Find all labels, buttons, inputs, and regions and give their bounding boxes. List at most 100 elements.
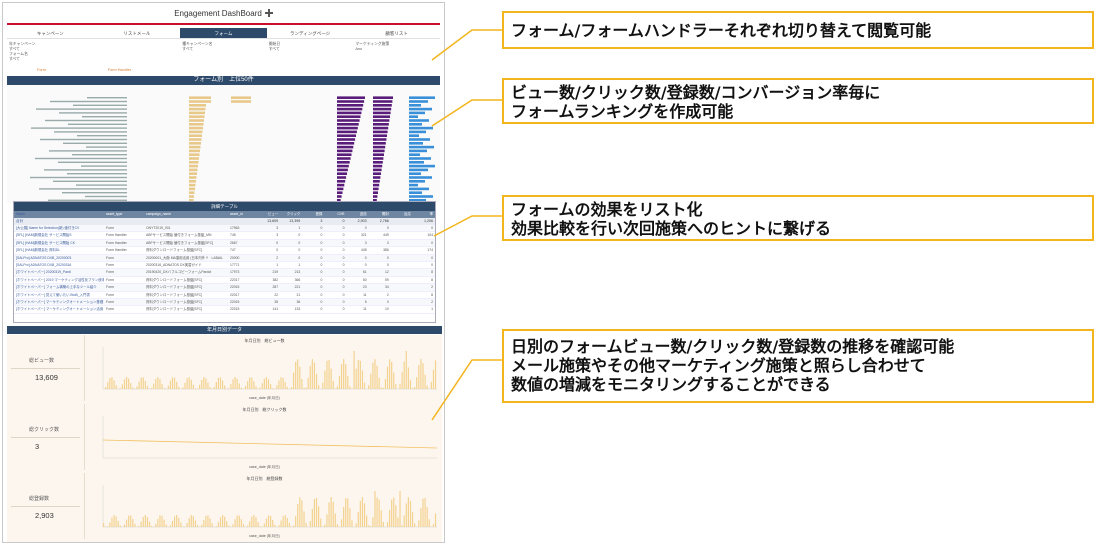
detail-row-cell: 0: [320, 277, 323, 282]
daily-bar: [403, 515, 405, 527]
daily-bar: [236, 515, 238, 527]
detail-row-cell[interactable]: [SALPro] ADNATOS DXB_20200003: [16, 255, 72, 260]
detail-row-cell: 5: [364, 299, 367, 304]
daily-bar: [326, 514, 328, 527]
detail-row-cell[interactable]: [SALPro] ADNATOS DXB_20200316: [16, 262, 72, 267]
daily-bar: [368, 385, 370, 389]
daily-bar: [297, 504, 299, 527]
detail-row-cell: 17963: [230, 226, 240, 230]
ranking-cvr-bar: [409, 134, 419, 137]
daily-bar: [221, 515, 224, 527]
filter-campaign[interactable]: 年キャンペーン すべて フォーム名 すべて: [7, 41, 94, 65]
detail-column-cell: 反応: [404, 212, 411, 216]
detail-row-cell: 0: [342, 307, 345, 312]
detail-row-cell: 0: [320, 285, 323, 290]
detail-row-cell[interactable]: [SFL] [HAM]新規会社 資料DL: [16, 248, 61, 253]
daily-bar: [370, 373, 372, 389]
detail-row-cell: 0: [364, 262, 367, 267]
detail-row-cell[interactable]: [ホワイトペーパー] フォーム構築の上手なツール紹介: [16, 285, 97, 290]
daily-bar: [209, 518, 211, 527]
ranking-view-bar: [189, 187, 195, 191]
daily-bar: [153, 383, 155, 389]
daily-bar: [395, 384, 397, 389]
daily-bar: [414, 523, 416, 527]
detail-row-cell: 資料ダウンロードフォーム基盤[SFC]: [146, 292, 203, 297]
daily-bar: [420, 359, 422, 389]
filter-value: すべて: [9, 47, 20, 51]
detail-row-cell: 1: [276, 262, 279, 267]
daily-bar: [232, 379, 234, 389]
filter-start-date[interactable]: 開始日 すべて: [267, 41, 354, 65]
ranking-label-line: [44, 169, 127, 171]
ranking-cvr-bar: [409, 111, 425, 115]
daily-bar: [303, 511, 305, 527]
ranking-label-line: [59, 112, 127, 114]
detail-row-cell[interactable]: [ホワイトペーパー] マーケティングオートメーション基礎: [16, 299, 104, 304]
detail-row-cell: 1: [298, 262, 301, 267]
daily-bar: [107, 382, 109, 389]
daily-bar: [251, 516, 253, 527]
toggle-form-handler[interactable]: Form Handler: [107, 68, 132, 72]
tab-form[interactable]: フォーム: [180, 28, 267, 39]
daily-bar: [196, 525, 199, 527]
detail-row-cell[interactable]: [SFL] [HAM]新規会社 サービス開始 CK: [16, 240, 75, 245]
tab-landing-page[interactable]: ランディングページ: [266, 28, 354, 39]
ranking-view-bar: [189, 142, 201, 145]
ranking-label-line: [58, 161, 127, 163]
daily-bar: [424, 498, 426, 527]
daily-bar: [315, 373, 318, 389]
tab-campaign[interactable]: キャンペーン: [7, 28, 94, 39]
ranking-registration-bar: [373, 180, 380, 183]
ranking-registration-bar: [373, 157, 384, 160]
ranking-view-bar: [189, 157, 199, 160]
detail-row-cell[interactable]: [ホワイトペーパー] 覚えて使いたい BtoB_入門書: [16, 292, 90, 297]
daily-bar: [109, 378, 111, 389]
tab-customer-list[interactable]: 顧客リスト: [353, 28, 440, 39]
detail-row-cell: 17973: [230, 270, 240, 275]
detail-row-cell: 22015: [230, 299, 240, 304]
filter-label: マーケティング施策: [355, 42, 390, 46]
detail-row-cell[interactable]: [SFL] [HAM]新規会社 サービス開始S: [16, 233, 72, 238]
detail-row-cell: Form: [106, 307, 114, 312]
detail-row-cell: 10: [384, 307, 389, 312]
daily-header: 年月日別データ: [7, 326, 442, 334]
ranking-cvr-bar: [409, 119, 429, 122]
ranking-view-bar: [189, 115, 205, 118]
kpi-total-clicks: 総クリック数 3: [7, 404, 85, 470]
kpi-value: 2,903: [35, 511, 54, 520]
daily-bar: [366, 515, 368, 527]
detail-row-cell: 104: [427, 233, 433, 238]
ranking-label-line: [30, 176, 127, 179]
kpi-label: 総登録数: [29, 496, 50, 502]
detail-row-cell[interactable]: [ホワイトペーパー] 2019 マーケティング活性化プラン読本: [16, 277, 104, 282]
detail-row-cell[interactable]: [ホワイトペーパー] 20200319_Pardi: [16, 270, 71, 275]
detail-row-cell[interactable]: [大公展] Name for Selection(新) 値付きCV: [16, 226, 80, 230]
detail-row-cell: [391, 299, 413, 305]
toggle-form[interactable]: Form: [37, 68, 46, 72]
ranking-label-line: [73, 104, 127, 106]
daily-bar: [372, 517, 374, 527]
detail-row-cell[interactable]: [ホワイトペーパー] マーケティングオートメーション活用: [16, 307, 104, 312]
detail-row-cell: 321: [360, 233, 367, 238]
filter-campaign-name[interactable]: 種キャンペーン名 すべて: [180, 41, 267, 65]
filter-marketing[interactable]: マーケティング施策 Ano: [353, 41, 440, 65]
ranking-view-bar: [189, 161, 199, 164]
daily-bar: [261, 383, 263, 389]
detail-column-cell[interactable]: Name: [16, 212, 26, 216]
tab-list-mail[interactable]: リストメール: [93, 28, 181, 39]
ranking-view-bar: [189, 183, 196, 187]
detail-total-cell[interactable]: 合計: [16, 219, 24, 223]
daily-bar: [157, 377, 159, 389]
